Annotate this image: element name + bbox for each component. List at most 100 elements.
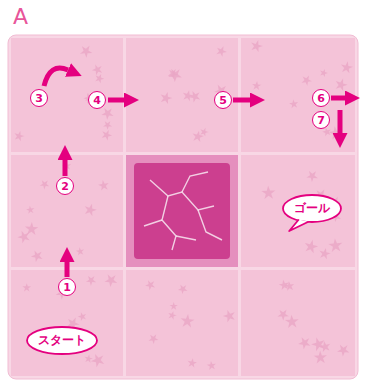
tile-pattern xyxy=(334,77,349,92)
callout-number: 4 xyxy=(88,91,106,109)
tile-pattern xyxy=(284,313,301,331)
tile-pattern xyxy=(305,168,321,184)
tile-pattern xyxy=(100,128,114,141)
tile-pattern xyxy=(94,72,106,83)
tile-pattern xyxy=(340,60,354,73)
tile-pattern xyxy=(13,130,25,142)
tile-pattern xyxy=(167,310,177,320)
floor-tile xyxy=(11,270,123,376)
move-arrow xyxy=(108,98,124,103)
tile-pattern xyxy=(29,248,45,264)
move-arrow xyxy=(233,98,250,103)
tile-pattern xyxy=(177,282,190,295)
callout-number-text: 4 xyxy=(93,95,101,106)
tile-pattern xyxy=(38,177,51,190)
tile-pattern xyxy=(288,98,300,110)
tile-pattern xyxy=(78,42,95,59)
tile-pattern xyxy=(297,334,314,351)
tile-pattern xyxy=(222,307,239,324)
tile-pattern xyxy=(335,341,352,358)
tile-pattern xyxy=(187,88,203,104)
tile-pattern xyxy=(276,307,291,322)
tile-pattern xyxy=(249,38,264,52)
tile-pattern xyxy=(144,278,158,292)
panel-title: A xyxy=(13,6,28,28)
callout-number: 2 xyxy=(56,177,74,195)
callout-number: 5 xyxy=(214,91,232,109)
move-arrow xyxy=(65,262,70,277)
floor-tile xyxy=(241,155,355,267)
tile-pattern xyxy=(166,65,185,84)
crack-pattern xyxy=(182,172,208,192)
tile-pattern xyxy=(181,89,194,102)
tile-pattern xyxy=(319,68,329,78)
tile-pattern xyxy=(187,357,198,367)
callout-number-text: 2 xyxy=(61,181,69,192)
tile-pattern xyxy=(91,62,106,77)
start-ellipse: スタート xyxy=(26,326,98,355)
callout-number: 3 xyxy=(30,89,48,107)
outline-shape xyxy=(283,195,341,222)
bubble-tail xyxy=(289,219,308,231)
obstacle-block xyxy=(134,163,230,259)
tile-pattern xyxy=(170,302,178,310)
crack-pattern xyxy=(162,196,176,250)
tile-pattern xyxy=(83,202,98,217)
crack-pattern xyxy=(198,210,222,240)
tile-pattern xyxy=(84,273,98,287)
tile-pattern xyxy=(300,73,314,86)
node-label: スタート xyxy=(38,333,86,347)
tile-pattern xyxy=(318,247,331,260)
crack-pattern xyxy=(150,180,214,210)
tile-pattern xyxy=(252,81,262,91)
tile-pattern xyxy=(147,332,160,345)
tile-pattern xyxy=(180,313,195,327)
crack-pattern xyxy=(144,220,162,226)
tile-pattern xyxy=(102,119,114,131)
tile-pattern xyxy=(75,246,86,257)
board-frame xyxy=(8,35,358,379)
tile-pattern xyxy=(261,184,278,202)
move-arrow xyxy=(63,160,68,176)
tile-pattern xyxy=(159,90,174,104)
tile-pattern xyxy=(97,178,111,192)
tile-pattern xyxy=(89,351,108,370)
floor-tile xyxy=(11,38,123,152)
tile-pattern xyxy=(166,66,180,80)
bubble-tail-outline xyxy=(289,219,308,231)
tile-pattern xyxy=(278,278,292,292)
callout-number-text: 1 xyxy=(63,282,71,293)
tile-pattern xyxy=(25,222,39,235)
callout-number: 7 xyxy=(312,111,330,129)
floor-tile xyxy=(11,155,123,267)
floor-tile xyxy=(241,38,355,152)
tile-pattern xyxy=(303,238,319,254)
callout-number: 6 xyxy=(312,89,330,107)
floor-tile xyxy=(126,38,238,152)
tile-pattern xyxy=(103,271,121,289)
floor-tile xyxy=(241,270,355,376)
tile-pattern xyxy=(327,236,345,254)
move-arrow xyxy=(331,96,345,101)
tile-pattern xyxy=(313,349,329,366)
tile-pattern xyxy=(26,204,36,215)
goal-bubble: ゴール xyxy=(282,194,342,223)
tile-pattern xyxy=(191,130,204,143)
move-arrow xyxy=(338,110,343,133)
callout-number-text: 5 xyxy=(219,95,227,106)
floor-tile xyxy=(126,155,238,267)
node-label: ゴール xyxy=(294,201,330,215)
tile-pattern xyxy=(77,310,89,322)
crack-pattern xyxy=(176,236,196,240)
tile-pattern xyxy=(22,283,31,291)
tile-pattern xyxy=(215,44,229,57)
outline-shape xyxy=(27,327,97,354)
move-arrow xyxy=(44,68,68,86)
tile-pattern xyxy=(206,359,218,371)
floor-tile xyxy=(126,270,238,376)
tile-pattern xyxy=(84,354,94,363)
callout-number-text: 6 xyxy=(317,93,325,104)
callout-number-text: 3 xyxy=(35,93,43,104)
